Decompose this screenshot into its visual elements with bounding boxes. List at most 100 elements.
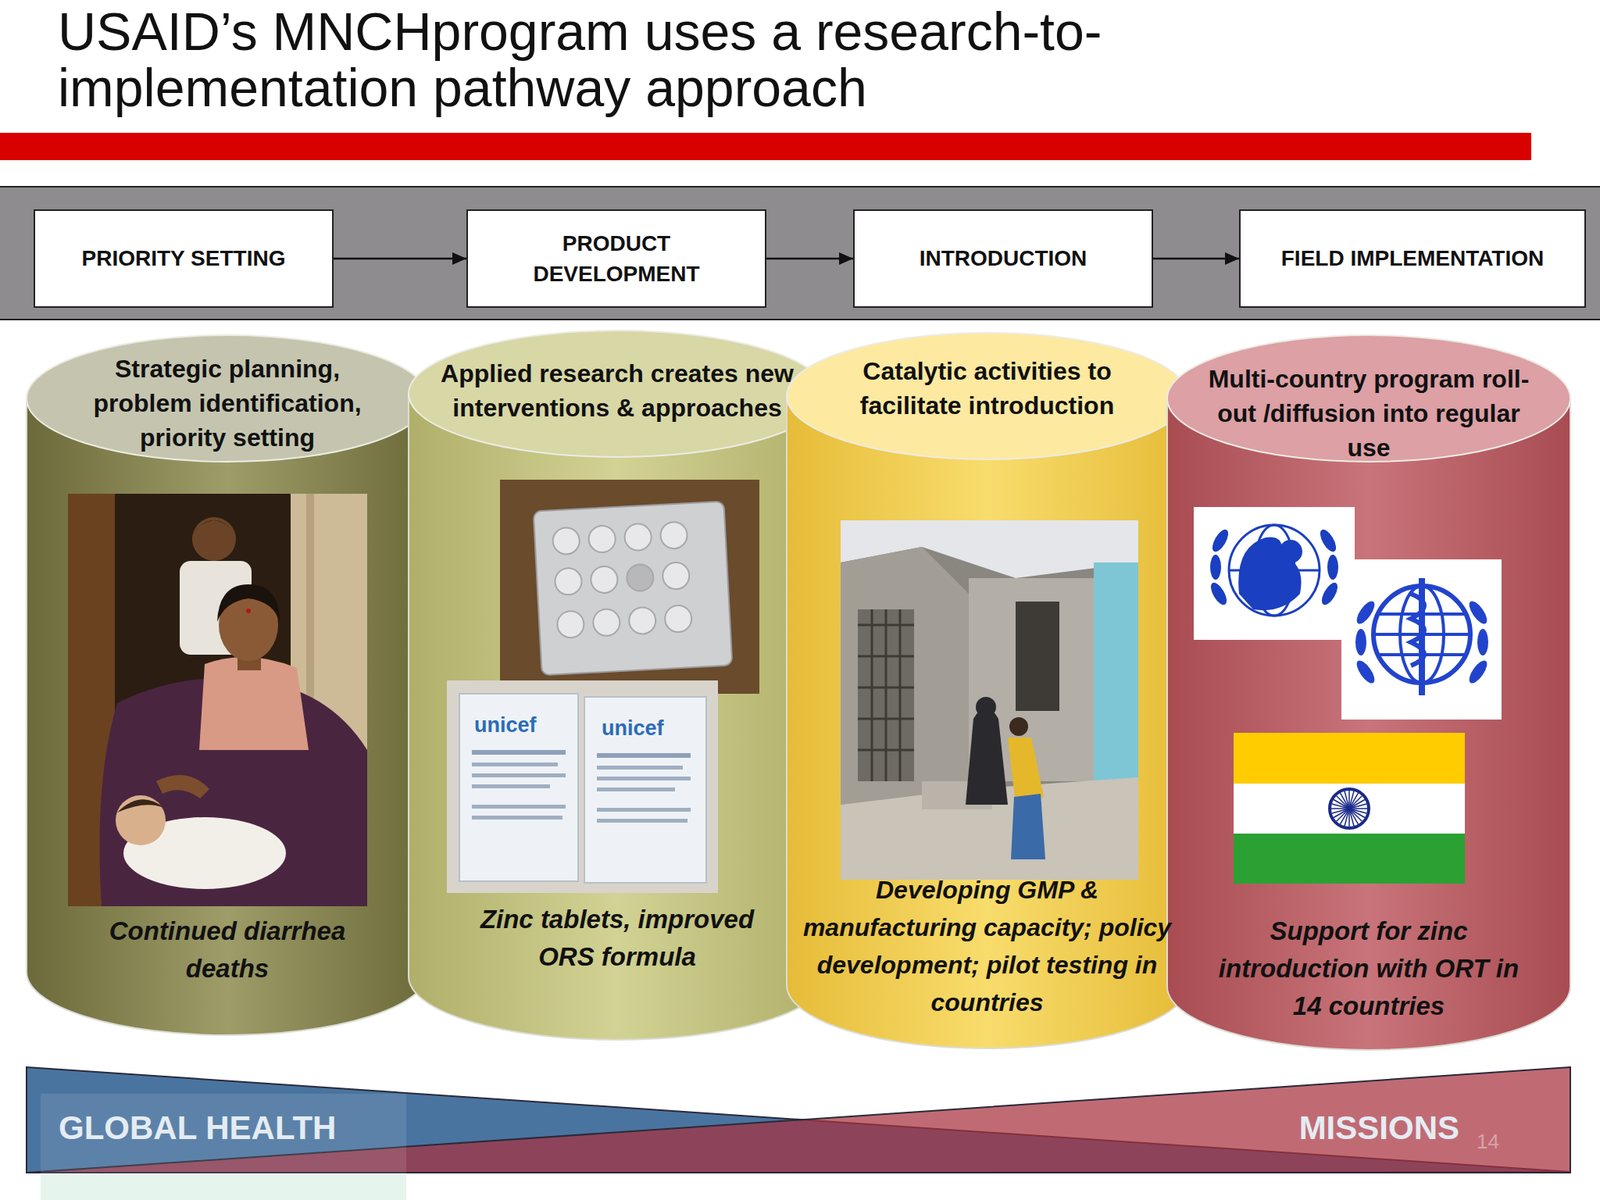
phase-cylinder: Multi-country program roll-out /diffusio… [1166, 334, 1572, 1051]
who-logo-part [1466, 657, 1491, 686]
arrow-head [1225, 252, 1240, 265]
flow-arrow [1153, 252, 1240, 265]
flow-arrow [333, 252, 467, 265]
zinc-blister-photo-part-part [592, 608, 621, 637]
flow-arrow [766, 252, 854, 265]
mother-child-photo-part [179, 560, 252, 655]
arrow-head [839, 252, 854, 265]
zinc-blister-photo-part-part [661, 561, 690, 590]
flag-wheel [1331, 790, 1368, 827]
cylinder-body [786, 396, 1188, 1049]
cylinder-outline [785, 332, 1189, 1050]
cylinder-top [408, 330, 826, 458]
ors-sachet-photo-part [471, 762, 558, 767]
wedge-shape [26, 1067, 1571, 1173]
ors-sachet-photo-part [584, 696, 707, 883]
unicef-logo-part [1209, 527, 1232, 555]
mother-child-photo-part [100, 678, 368, 907]
cylinder-outline [407, 329, 827, 1041]
wheel-spoke [1349, 803, 1367, 809]
who-logo-part [1353, 598, 1379, 627]
cylinder-body [408, 393, 826, 1040]
phase-example: Continued diarrhea deaths [71, 912, 384, 988]
mother-child-photo-part [115, 795, 166, 846]
phase-heading: Catalytic activities to facilitate intro… [815, 353, 1160, 423]
mother-child-photo-part [290, 493, 368, 907]
street-photo-part [857, 609, 915, 782]
ors-sachet-photo-part [596, 787, 675, 792]
wheel-spoke [1340, 792, 1350, 809]
zinc-blister-photo-part-part [590, 565, 619, 594]
page-number: 14 [1476, 1129, 1500, 1154]
mother-child-photo-part [199, 657, 309, 750]
street-photo-part [840, 777, 1139, 880]
street-photo-part [840, 520, 1139, 880]
arrow-head [452, 252, 467, 265]
cylinder-body [26, 398, 429, 1036]
wheel-spoke [1349, 808, 1365, 818]
arrow-line [333, 257, 467, 261]
ors-sachet-photo-part [471, 784, 550, 789]
ors-sachet-photo-part [471, 750, 566, 755]
street-photo-part [1015, 601, 1060, 711]
wheel-spoke [1349, 808, 1367, 814]
zinc-blister-photo-part-part [664, 604, 693, 633]
zinc-blister-photo-part [533, 501, 733, 675]
who-logo-part [1373, 632, 1471, 636]
slide-title: USAID’s MNCHprogram uses a research-to-i… [57, 3, 1340, 116]
unicef-logo-part [1253, 525, 1295, 616]
stage-label: PRODUCT DEVELOPMENT [478, 228, 754, 290]
cylinder-body [1167, 398, 1571, 1050]
who-logo-part [1353, 657, 1379, 686]
who-logo-part [1410, 593, 1425, 666]
who-logo-part [1466, 598, 1491, 627]
mother-child-photo-part [218, 589, 279, 661]
street-photo-part [1093, 562, 1139, 790]
phase-heading: Strategic planning, problem identificati… [71, 351, 384, 455]
zinc-blister-photo-part-part [660, 521, 689, 550]
sachet-brand: unicef [601, 715, 665, 741]
zinc-blister-photo-part-part [556, 610, 585, 639]
ors-sachet-photo-part [459, 693, 579, 882]
wheel-spoke [1349, 808, 1362, 822]
street-photo-part [1010, 793, 1046, 860]
stage-box: FIELD IMPLEMENTATION [1239, 209, 1586, 308]
cylinder-top [26, 335, 429, 462]
wheel-spoke [1336, 796, 1350, 809]
india-flag-part [1233, 732, 1465, 784]
stage-box: INTRODUCTION [853, 209, 1154, 308]
phase-heading: Applied research creates new interventio… [421, 356, 813, 425]
stage-box: PRIORITY SETTING [33, 209, 334, 308]
wheel-spoke [1332, 803, 1350, 809]
street-photo-part [840, 546, 969, 805]
street-photo-part [975, 696, 997, 718]
mother-child-photo-part [192, 517, 236, 561]
phase-example: Support for zinc introduction with ORT i… [1204, 912, 1533, 1025]
unicef-logo-part [1207, 580, 1230, 608]
ors-sachet-photo-part [596, 753, 691, 758]
wheel-spoke [1349, 791, 1354, 809]
who-logo-part [1477, 628, 1489, 656]
wheel-spoke [1348, 790, 1350, 809]
ors-sachet-photo-part [471, 804, 566, 809]
cylinder-top [786, 332, 1188, 460]
mother-child-photo-part [237, 645, 261, 671]
ors-sachet-photo-part [596, 807, 691, 812]
zinc-blister-photo-part-part [588, 525, 617, 554]
who-logo-part [1378, 614, 1466, 655]
unicef-logo-part [1228, 525, 1320, 616]
who-logo-part [1341, 559, 1502, 720]
wedge-shape [26, 1067, 1571, 1173]
wheel-spoke [1349, 807, 1368, 810]
stage-label: INTRODUCTION [919, 242, 1088, 274]
who-logo-part [1400, 585, 1444, 683]
who-logo-part [1373, 585, 1471, 683]
wheel-spoke [1344, 808, 1350, 826]
sachet-brand: unicef [474, 712, 537, 738]
unicef-logo-part [1278, 539, 1303, 564]
zinc-blister-photo-part-part [625, 564, 654, 593]
unicef-logo [1193, 507, 1355, 640]
mother-child-photo-part [246, 608, 251, 614]
